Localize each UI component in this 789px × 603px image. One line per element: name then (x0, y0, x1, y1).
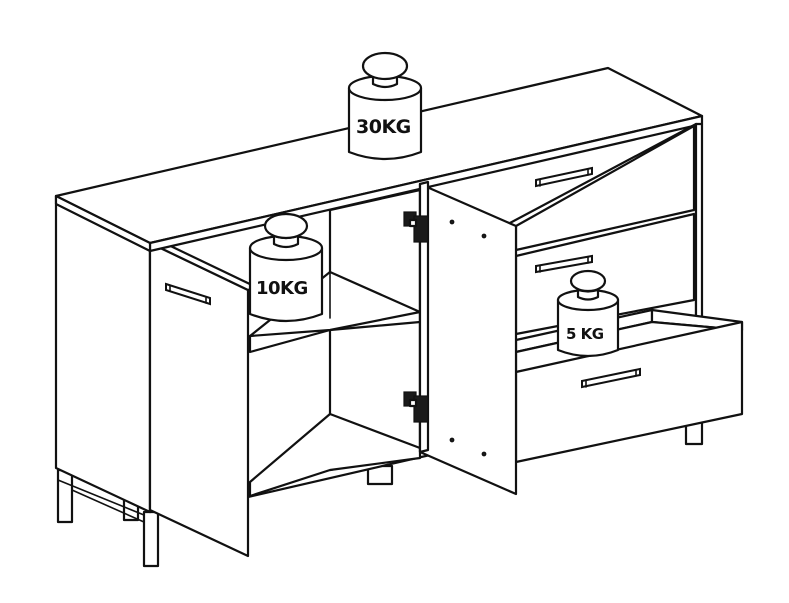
door-screw-holes (449, 219, 487, 457)
weight-30kg-label: 30KG (356, 116, 411, 138)
weight-10kg: 10KG (248, 212, 324, 323)
weight-5kg-label: 5 KG (566, 325, 604, 343)
weight-30kg: 30KG (347, 51, 423, 161)
drawer-1-handle[interactable] (535, 166, 593, 188)
left-door-handle[interactable] (165, 282, 211, 306)
top-left-edge (54, 194, 152, 253)
leg-front-left (56, 468, 74, 524)
middle-door-open[interactable] (418, 182, 518, 496)
hinge-bottom-icon (403, 391, 429, 423)
weight-10kg-label: 10KG (256, 278, 308, 299)
drawer-2-handle[interactable] (535, 254, 593, 274)
middle-door-edge (418, 180, 430, 454)
hinge-top-icon (403, 211, 429, 243)
leg-front-mid (142, 510, 160, 568)
weight-5kg: 5 KG (556, 269, 620, 358)
left-door (148, 241, 250, 558)
drawer-3-open[interactable] (514, 308, 744, 464)
drawer-3-handle[interactable] (581, 367, 641, 389)
